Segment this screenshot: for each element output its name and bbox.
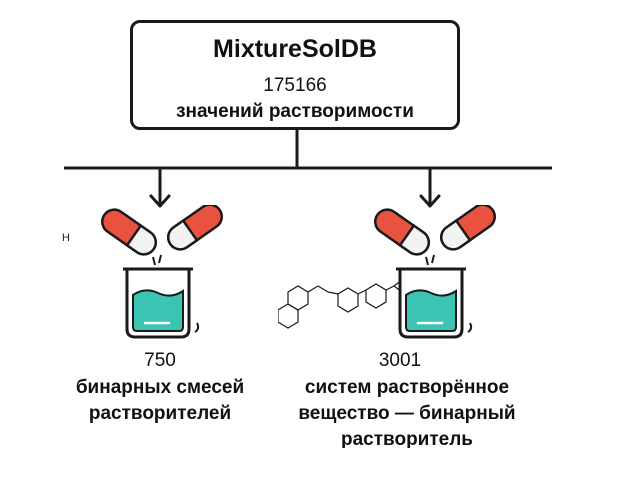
solvent-mixing-icon: [101, 205, 223, 339]
solubility-count: 175166: [263, 75, 327, 96]
molecule-structure-icon: [278, 278, 403, 329]
bottom-crop-mask: [0, 448, 640, 480]
solute-mixing-icon: [374, 205, 496, 339]
solubility-label: значений растворимости: [176, 101, 414, 122]
solute-systems-count: 3001: [378, 350, 422, 371]
arrow-down-icon-left: [149, 168, 171, 208]
edge-fragment-text: H: [62, 232, 70, 244]
arrow-down-icon-right: [419, 168, 441, 208]
binary-mixtures-count: 750: [144, 350, 176, 371]
solute-systems-label: систем растворённое вещество — бинарный …: [298, 377, 516, 450]
binary-mixtures-label: бинарных смесей растворителей: [75, 377, 245, 424]
root-node: MixtureSolDB 175166 значений растворимос…: [130, 20, 460, 130]
database-title: MixtureSolDB: [213, 35, 377, 63]
